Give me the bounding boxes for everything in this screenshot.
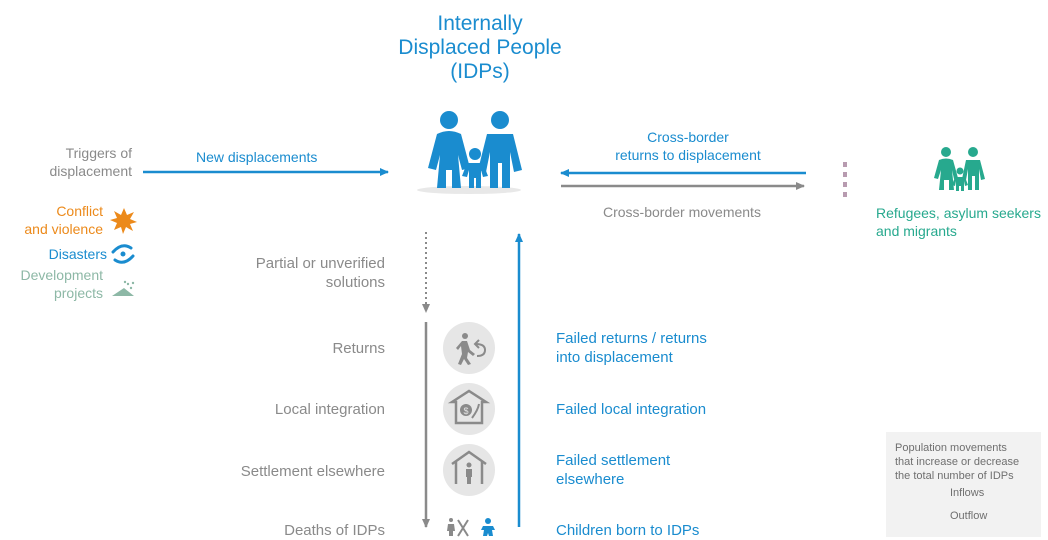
family-icon [417,111,522,194]
failed-returns-label: Failed returns / returns into displaceme… [556,330,707,366]
cross-border-movements-label: Cross-border movements [603,204,761,220]
baby-icon [481,518,495,536]
children-born-label: Children born to IDPs [556,522,700,539]
returns-label: Returns [332,340,385,357]
construction-icon [112,280,135,296]
legend [886,432,1041,537]
svg-text:$: $ [463,406,468,416]
legend-description: Population movements that increase or de… [895,442,1020,482]
legend-inflows-label: Inflows [950,487,985,499]
death-icon [447,518,469,537]
partial-solutions-label: Partial or unverified solutions [255,255,385,291]
deaths-label: Deaths of IDPs [284,522,385,539]
trigger-conflict: Conflict and violence [24,203,103,237]
refugee-family-icon [934,147,985,191]
trigger-development: Development projects [20,267,104,301]
legend-outflow-label: Outflow [950,510,988,522]
explosion-icon [110,208,137,234]
cross-border-returns-label: Cross-border returns to displacement [615,129,761,163]
new-displacements-label: New displacements [196,149,318,165]
returning-person-icon [443,322,495,374]
page-title: Internally Displaced People (IDPs) [398,12,562,83]
triggers-heading: Triggers of displacement [49,145,133,179]
house-person-icon [443,444,495,496]
trigger-disasters: Disasters [48,246,107,262]
failed-local-integration-label: Failed local integration [556,401,707,418]
failed-settlement-label: Failed settlement elsewhere [556,452,671,488]
local-integration-label: Local integration [274,401,385,418]
refugees-label: Refugees, asylum seekers and migrants [876,205,1041,239]
cyclone-icon [111,244,135,264]
house-money-icon: $ [443,383,495,435]
settlement-elsewhere-label: Settlement elsewhere [240,463,385,480]
